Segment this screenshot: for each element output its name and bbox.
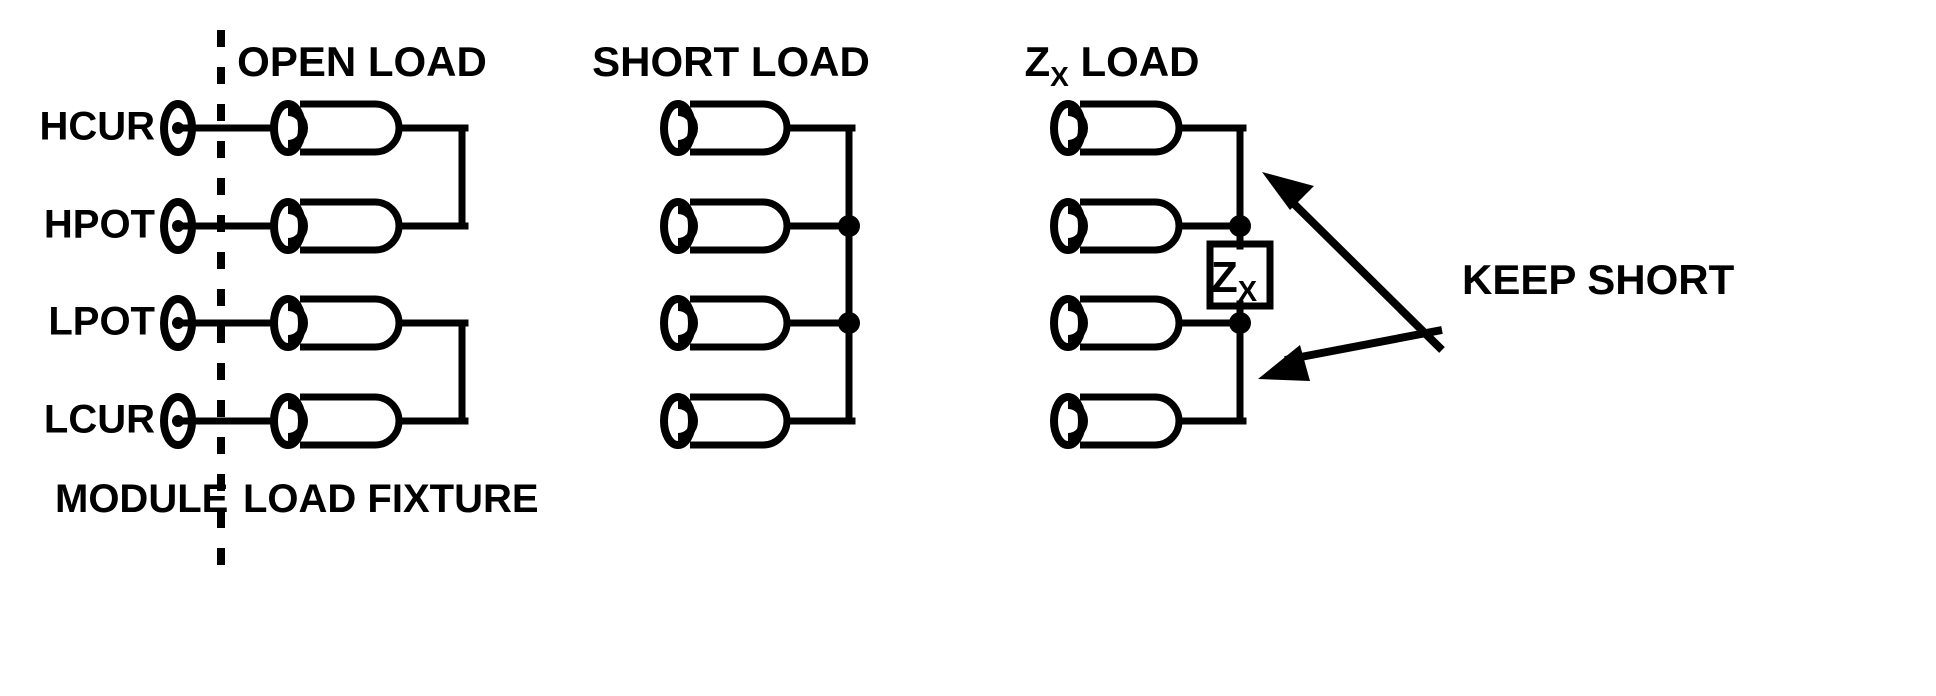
cable-open-hpot bbox=[270, 198, 469, 254]
cable-short-hpot bbox=[660, 198, 856, 254]
cable-open-lcur bbox=[270, 393, 469, 449]
keep-short-arrow-upper-line bbox=[1282, 192, 1445, 353]
column-title-open-load: OPEN LOAD bbox=[237, 38, 487, 85]
cable-zx-hpot bbox=[1050, 198, 1247, 254]
impedance-zx-subscript: X bbox=[1238, 276, 1258, 308]
junction-dot-short-lpot bbox=[838, 312, 860, 334]
cable-zx-lpot bbox=[1050, 295, 1247, 351]
module-terminal-lcur bbox=[160, 393, 276, 449]
column-title-zx-load: ZX LOAD bbox=[1024, 38, 1199, 92]
keep-short-arrow-lower-line bbox=[1284, 326, 1443, 364]
zx-title-word: LOAD bbox=[1081, 38, 1200, 85]
module-terminal-hcur bbox=[160, 100, 276, 156]
svg-text:ZX LOAD: ZX LOAD bbox=[1024, 38, 1199, 92]
keep-short-label: KEEP SHORT bbox=[1462, 256, 1735, 303]
row-label-hcur: HCUR bbox=[39, 105, 155, 149]
row-label-lcur: LCUR bbox=[44, 398, 155, 442]
impedance-zx-symbol: Z bbox=[1211, 253, 1238, 302]
cable-open-lpot bbox=[270, 295, 469, 351]
cable-short-lcur bbox=[660, 393, 856, 449]
cable-short-lpot bbox=[660, 295, 856, 351]
module-terminal-hpot bbox=[160, 198, 276, 254]
footer-label-load-fixture: LOAD FIXTURE bbox=[243, 477, 539, 521]
row-label-hpot: HPOT bbox=[44, 203, 155, 247]
junction-dot-short-hpot bbox=[838, 215, 860, 237]
keep-short-arrow-lower-head bbox=[1258, 345, 1310, 381]
zx-title-sub: X bbox=[1050, 61, 1069, 92]
keep-short-annotation: KEEP SHORT bbox=[1258, 172, 1735, 381]
cable-zx-hcur bbox=[1050, 100, 1247, 156]
keep-short-arrow-upper-head bbox=[1262, 172, 1314, 210]
cable-zx-lcur bbox=[1050, 393, 1247, 449]
footer-label-module: MODULE bbox=[55, 477, 228, 521]
impedance-zx-label: ZX bbox=[1211, 253, 1258, 308]
zx-title-prefix: Z bbox=[1024, 38, 1050, 85]
cable-short-hcur bbox=[660, 100, 856, 156]
row-label-lpot: LPOT bbox=[48, 300, 155, 344]
module-terminal-lpot bbox=[160, 295, 276, 351]
cable-open-hcur bbox=[270, 100, 469, 156]
column-title-short-load: SHORT LOAD bbox=[592, 38, 870, 85]
